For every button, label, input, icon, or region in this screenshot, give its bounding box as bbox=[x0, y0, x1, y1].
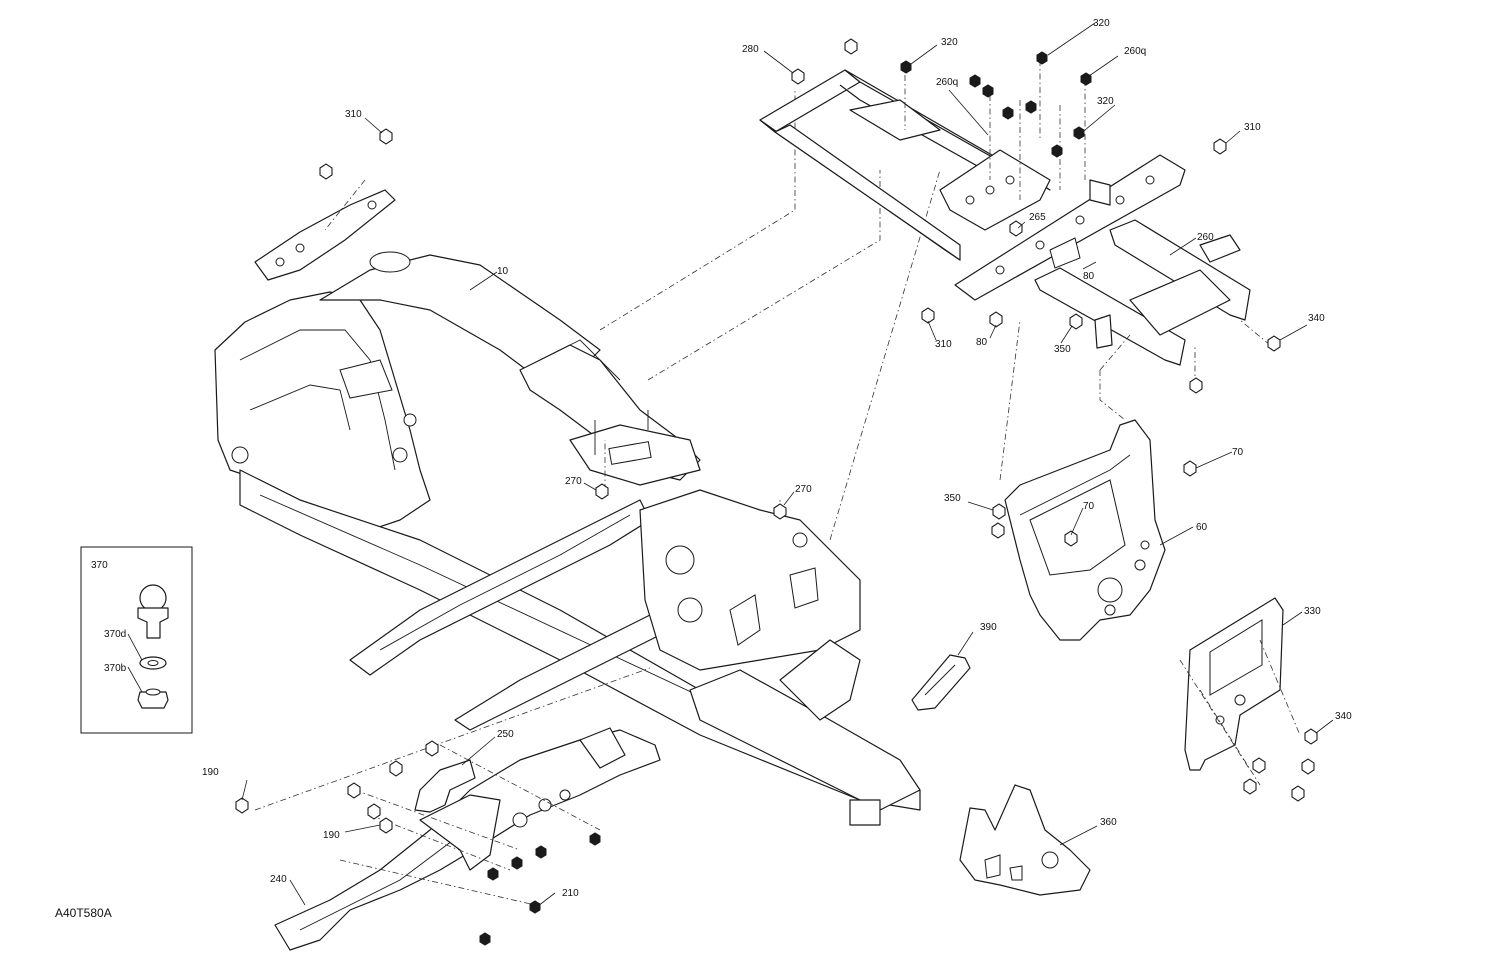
callout-310: 310 bbox=[1244, 122, 1261, 133]
callout-320: 320 bbox=[941, 37, 958, 48]
front-arm bbox=[274, 727, 661, 951]
drawing-reference-code: A40T580A bbox=[55, 906, 112, 920]
callout-10: 10 bbox=[497, 266, 509, 277]
callout-70: 70 bbox=[1083, 501, 1095, 512]
inset-label-370b: 370b bbox=[104, 663, 127, 674]
callout-265: 265 bbox=[1029, 212, 1046, 223]
callout-labels: 10 60 70 70 80 80 190 190 210 240 250 26… bbox=[202, 18, 1352, 899]
callout-340: 340 bbox=[1308, 313, 1325, 324]
callout-80: 80 bbox=[976, 337, 988, 348]
inset-label-370d: 370d bbox=[104, 629, 126, 640]
lower-bracket bbox=[959, 784, 1091, 896]
callout-190: 190 bbox=[323, 830, 340, 841]
skid-plate bbox=[1184, 597, 1284, 771]
callout-250: 250 bbox=[497, 729, 514, 740]
callout-310: 310 bbox=[935, 339, 952, 350]
callout-360: 360 bbox=[1100, 817, 1117, 828]
callout-390: 390 bbox=[980, 622, 997, 633]
callout-260q: 260q bbox=[1124, 46, 1146, 57]
callout-270: 270 bbox=[565, 476, 582, 487]
shim-plate bbox=[911, 654, 971, 711]
fasteners bbox=[235, 38, 1318, 946]
small-panel bbox=[414, 759, 476, 813]
callout-330: 330 bbox=[1304, 606, 1321, 617]
callout-210: 210 bbox=[562, 888, 579, 899]
hitch-bracket bbox=[1004, 419, 1166, 641]
hitch-ball-inset: 370 370d 370b bbox=[80, 546, 193, 734]
callout-340: 340 bbox=[1335, 711, 1352, 722]
inset-title: 370 bbox=[91, 560, 108, 571]
callout-70: 70 bbox=[1232, 447, 1244, 458]
callout-320: 320 bbox=[1097, 96, 1114, 107]
callout-190: 190 bbox=[202, 767, 219, 778]
callout-280: 280 bbox=[742, 44, 759, 55]
callout-260q: 260q bbox=[936, 77, 958, 88]
callout-240: 240 bbox=[270, 874, 287, 885]
cargo-subframe bbox=[759, 69, 1251, 366]
main-frame bbox=[214, 189, 921, 826]
leader-lines bbox=[241, 22, 1334, 907]
callout-350: 350 bbox=[1054, 344, 1071, 355]
callout-260: 260 bbox=[1197, 232, 1214, 243]
callout-270: 270 bbox=[795, 484, 812, 495]
callout-310: 310 bbox=[345, 109, 362, 120]
callout-350: 350 bbox=[944, 493, 961, 504]
callout-80: 80 bbox=[1083, 271, 1095, 282]
callout-60: 60 bbox=[1196, 522, 1208, 533]
callout-320: 320 bbox=[1093, 18, 1110, 29]
